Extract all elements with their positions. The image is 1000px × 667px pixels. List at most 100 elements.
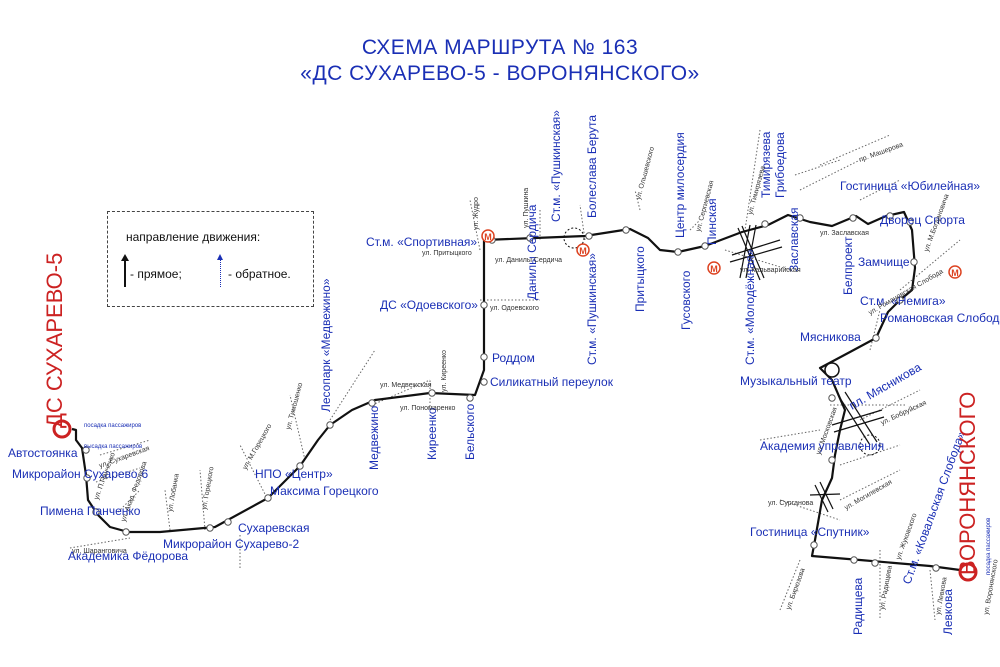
stop-marker bbox=[906, 218, 914, 226]
stop-labels: Автостоянка Микрорайон Сухарево-6 Пимена… bbox=[8, 179, 1000, 563]
terminal-end-marker bbox=[958, 562, 978, 582]
terminal-start-marker bbox=[52, 419, 72, 439]
stop-label: Гостиница «Спутник» bbox=[750, 525, 870, 539]
stop-marker bbox=[326, 421, 334, 429]
stop-marker bbox=[701, 242, 709, 250]
street-label: ул. Одоевского bbox=[490, 305, 539, 312]
map-title-line2: «ДС СУХАРЕВО-5 - ВОРОНЯНСКОГО» bbox=[300, 62, 700, 85]
stop-label: Пинская bbox=[705, 198, 719, 245]
stop-label: Автостоянка bbox=[8, 446, 78, 460]
metro-markers: М М М М bbox=[481, 229, 962, 279]
stop-marker bbox=[480, 301, 488, 309]
stop-marker bbox=[224, 518, 232, 526]
stop-marker bbox=[92, 508, 100, 516]
stop-label: Центр милосердия bbox=[673, 132, 687, 238]
stop-label: Притыцкого bbox=[633, 246, 647, 312]
metro-icon: М bbox=[948, 265, 962, 279]
stop-marker bbox=[910, 258, 918, 266]
stop-marker bbox=[82, 446, 90, 454]
legend-reverse-label: - обратное. bbox=[228, 267, 291, 281]
stop-label: Академика Фёдорова bbox=[68, 549, 188, 563]
stop-label: Гостиница «Юбилейная» bbox=[840, 179, 980, 193]
street-label: ул. М.Горецкого bbox=[242, 423, 274, 471]
stop-label: Музыкальный театр bbox=[740, 374, 852, 388]
metro-letter: М bbox=[484, 232, 492, 242]
stop-marker bbox=[828, 394, 836, 402]
stop-label: Романовская Слобода bbox=[880, 311, 1000, 325]
stop-marker bbox=[810, 541, 818, 549]
metro-icon: М bbox=[707, 261, 721, 275]
stop-marker bbox=[849, 214, 857, 222]
street-label: ул. Горецкого bbox=[201, 466, 215, 510]
stop-label: Грибоедова bbox=[773, 132, 787, 198]
street-label: ул. Притыцкого bbox=[422, 250, 472, 257]
street-label: ул. Сурганова bbox=[768, 500, 813, 507]
boarding-note: посадка пассажиров bbox=[84, 423, 141, 429]
street-label: ул. Кальварийская bbox=[740, 266, 801, 274]
stop-label: Медвежино bbox=[367, 405, 381, 470]
stop-label: Ст.м. «Спортивная» bbox=[366, 235, 477, 249]
metro-letter: М bbox=[710, 264, 718, 274]
stop-marker bbox=[83, 474, 91, 482]
street-label: ул. Лобанка bbox=[166, 473, 181, 512]
stop-marker bbox=[526, 234, 534, 242]
stop-label: Лесопарк «Медвежино» bbox=[319, 278, 333, 412]
stop-marker bbox=[796, 214, 804, 222]
stop-marker bbox=[886, 212, 894, 220]
end-terminal-label: ВОРОНЯНСКОГО bbox=[955, 391, 980, 575]
route-line bbox=[71, 210, 969, 574]
street-label: ул. Бирюзова bbox=[785, 567, 807, 610]
stop-label: Силикатный переулок bbox=[490, 375, 614, 389]
street-label: ул. Киреенко bbox=[441, 350, 448, 392]
stop-marker bbox=[296, 462, 304, 470]
boarding-notes: посадка пассажиров высадка пассажиров по… bbox=[84, 423, 992, 575]
metro-icon: М bbox=[481, 229, 495, 243]
stop-marker bbox=[466, 394, 474, 402]
street-label: ул. Бобруйская bbox=[879, 399, 927, 427]
alighting-note: высадка пассажиров bbox=[84, 444, 142, 450]
legend-box: направление движения: - прямое; - обратн… bbox=[107, 211, 314, 307]
stop-label: Болеслава Берута bbox=[585, 115, 599, 218]
reverse-arrow-icon bbox=[217, 254, 223, 287]
legend-forward-label: - прямое; bbox=[130, 267, 182, 281]
stop-marker bbox=[622, 226, 630, 234]
stop-label-part: Пимена Панченко bbox=[40, 504, 141, 518]
stop-label: Роддом bbox=[492, 351, 535, 365]
stop-marker bbox=[674, 248, 682, 256]
stop-label-part: Микрорайон Сухарево-6 bbox=[12, 467, 148, 481]
metro-letter: М bbox=[579, 246, 587, 256]
stop-marker bbox=[206, 524, 214, 532]
stop-label: Дворец Спорта bbox=[880, 213, 965, 227]
stop-label: Замчище bbox=[858, 255, 910, 269]
stop-label: Мясникова bbox=[800, 330, 861, 344]
forward-arrow-icon bbox=[121, 254, 129, 287]
stop-label: Тимирязева bbox=[759, 131, 773, 198]
stop-marker bbox=[932, 564, 940, 572]
stop-marker bbox=[850, 556, 858, 564]
stop-label: Микрорайон Сухарево-2 bbox=[163, 537, 299, 551]
street-label: пр. Машерова bbox=[858, 141, 904, 163]
metro-icon: М bbox=[576, 243, 590, 257]
street-label: ул. Пономаренко bbox=[400, 405, 456, 412]
street-label: ул. Тимошенко bbox=[285, 382, 304, 431]
stop-marker bbox=[761, 220, 769, 228]
stop-label: Ст.м. «Немига» bbox=[860, 294, 946, 308]
street-label: ул. Данилы Сердича bbox=[495, 257, 562, 264]
stop-label: Микрорайон Сухарево-6 bbox=[12, 467, 148, 481]
stop-label: Радищева bbox=[851, 577, 865, 635]
stop-marker bbox=[871, 559, 879, 567]
stop-label: Ст.м. «Пушкинская» bbox=[549, 110, 563, 222]
street-label: ул. Заславская bbox=[820, 230, 869, 237]
stop-label: Киреенко bbox=[425, 407, 439, 460]
stop-label: Максима Горецкого bbox=[270, 484, 379, 498]
stop-label: Сухаревская bbox=[238, 521, 309, 535]
stop-label: Пимена Панченко bbox=[40, 504, 141, 518]
start-terminal-label: ДС СУХАРЕВО-5 bbox=[42, 252, 67, 428]
street-label: ул. Жудро bbox=[473, 197, 480, 230]
stop-marker bbox=[122, 528, 130, 536]
stop-label: Бельского bbox=[463, 403, 477, 460]
stop-marker bbox=[828, 456, 836, 464]
stop-marker bbox=[480, 353, 488, 361]
street-label: ул. Пушкина bbox=[523, 188, 530, 228]
